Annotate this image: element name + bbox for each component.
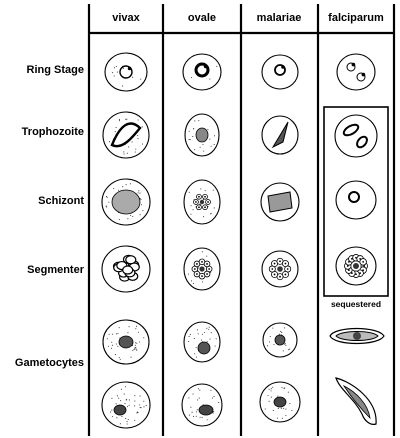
- cell-falciparum-gametocyte: [335, 377, 377, 425]
- cell-malariae-schizont: [260, 182, 300, 222]
- cell-malariae-ring: [261, 54, 299, 90]
- cell-malariae-trophozoite: [261, 115, 299, 155]
- cell-falciparum-trophozoite: [334, 114, 378, 158]
- cell-ovale-gametocyte: [183, 321, 221, 363]
- column-header-vivax: vivax: [112, 12, 140, 24]
- cell-vivax-gametocyte: [102, 319, 150, 365]
- column-header-falciparum: falciparum: [328, 12, 384, 24]
- cell-vivax-segmenter: [101, 245, 151, 293]
- column-header-ovale: ovale: [187, 12, 217, 24]
- column-header-malariae: malariae: [256, 12, 302, 24]
- cell-vivax-ring: [104, 52, 148, 92]
- cell-ovale-segmenter: [183, 247, 221, 291]
- cell-falciparum-segmenter: [335, 246, 377, 286]
- cell-falciparum-gametocyte: [329, 327, 385, 345]
- sequestered-note: sequestered: [330, 299, 382, 309]
- cell-ovale-gametocyte: [181, 383, 223, 427]
- row-label-segmenter: Segmenter: [27, 264, 84, 276]
- row-label-schizont: Schizont: [38, 195, 84, 207]
- cell-ovale-trophozoite: [184, 113, 220, 157]
- row-label-ring-stage: Ring Stage: [26, 64, 84, 76]
- cell-malariae-segmenter: [261, 250, 299, 288]
- cell-ovale-schizont: [183, 179, 221, 225]
- cell-falciparum-schizont: [335, 180, 377, 220]
- cell-vivax-schizont: [101, 178, 151, 226]
- cell-malariae-gametocyte: [262, 322, 298, 358]
- cell-vivax-gametocyte: [101, 381, 151, 429]
- cell-ovale-ring: [182, 53, 222, 91]
- sequestered-box: [323, 106, 389, 297]
- cell-vivax-trophozoite: [102, 111, 150, 159]
- row-label-gametocytes: Gametocytes: [14, 357, 84, 369]
- cell-falciparum-ring: [336, 53, 376, 91]
- cell-malariae-gametocyte: [259, 381, 301, 423]
- row-label-trophozoite: Trophozoite: [21, 126, 84, 138]
